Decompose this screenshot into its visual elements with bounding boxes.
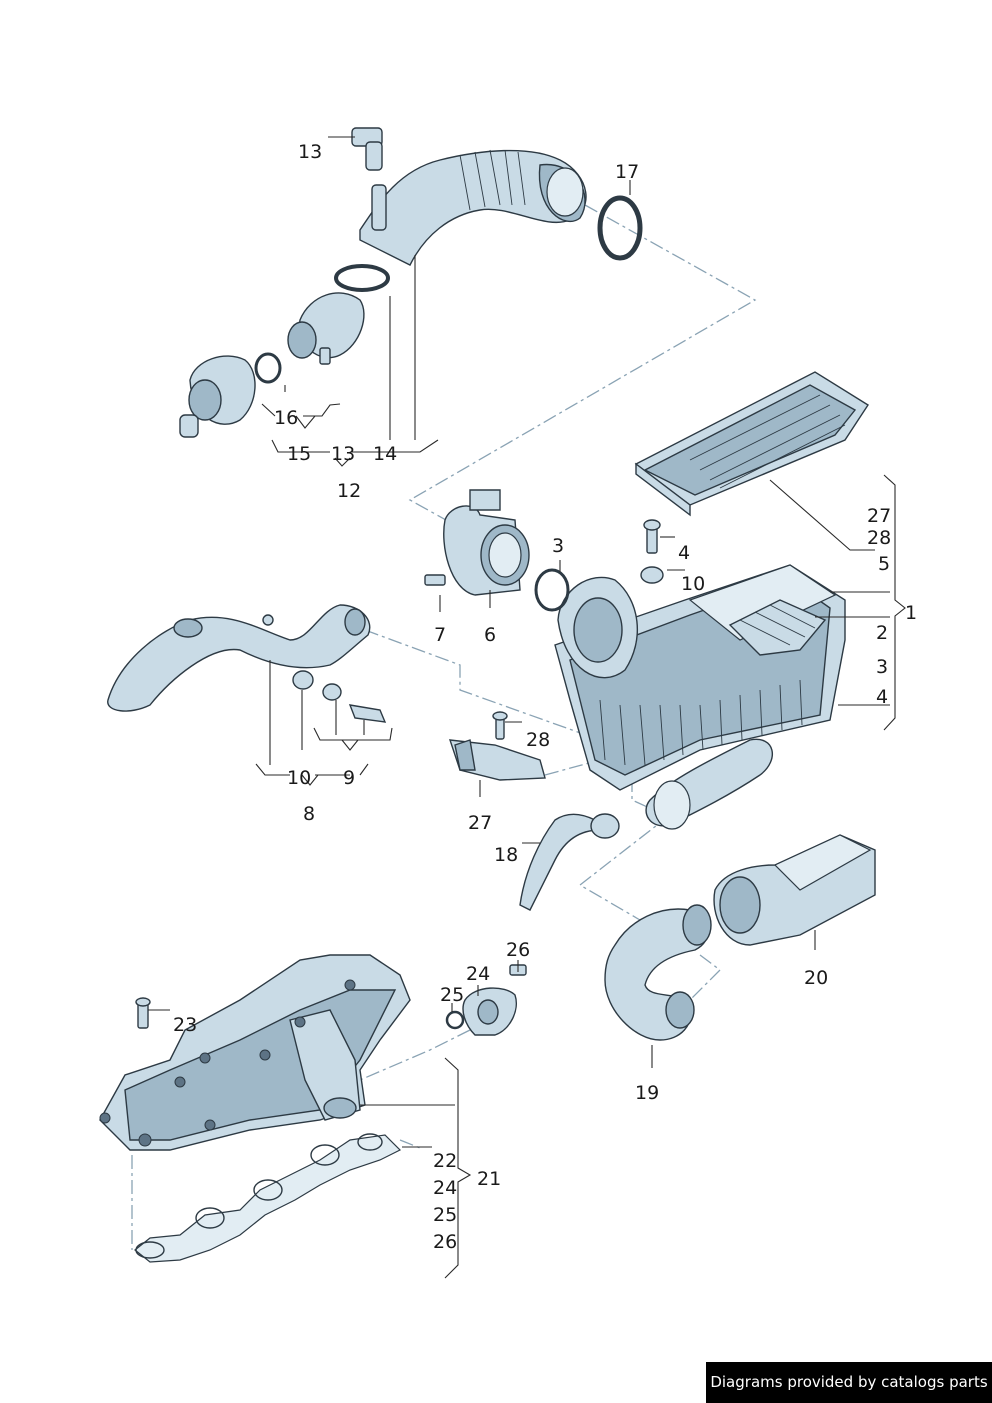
callout-8: 8 — [303, 803, 315, 825]
callout-labels: 13 17 16 15 13 14 12 27 28 5 1 2 3 4 3 4… — [173, 141, 917, 1253]
air-filter-housing — [554, 564, 846, 830]
breather-hose — [519, 813, 620, 911]
callout-6: 6 — [484, 624, 496, 646]
callout-10b: 10 — [287, 767, 311, 789]
attribution-banner: Diagrams provided by catalogs parts — [706, 1362, 992, 1403]
callout-7: 7 — [434, 624, 446, 646]
callout-22: 22 — [433, 1150, 457, 1172]
intake-duct-left — [107, 604, 387, 723]
callout-27b: 27 — [468, 812, 492, 834]
callout-13a: 13 — [298, 141, 322, 163]
callout-17: 17 — [615, 161, 639, 183]
callout-23: 23 — [173, 1014, 197, 1036]
callout-16: 16 — [274, 407, 298, 429]
callout-28b: 28 — [526, 729, 550, 751]
hose-clamp-17 — [597, 195, 643, 261]
mass-airflow-sensor — [424, 489, 570, 612]
callout-1: 1 — [905, 602, 917, 624]
callout-13b: 13 — [331, 443, 355, 465]
callout-5: 5 — [878, 553, 890, 575]
bolt-and-grommet — [640, 519, 664, 584]
callout-4b: 4 — [876, 686, 888, 708]
outlet-flange — [445, 964, 527, 1036]
callout-14: 14 — [373, 443, 397, 465]
callout-9: 9 — [343, 767, 355, 789]
intake-manifold — [99, 954, 411, 1151]
callout-19: 19 — [635, 1082, 659, 1104]
callout-15: 15 — [287, 443, 311, 465]
air-filter-cover — [634, 371, 869, 517]
callout-25a: 25 — [440, 984, 464, 1006]
air-duct-19 — [604, 904, 712, 1041]
callout-28a: 28 — [867, 527, 891, 549]
callout-10a: 10 — [681, 573, 705, 595]
callout-3b: 3 — [876, 656, 888, 678]
turbo-connector-parts — [179, 264, 390, 438]
callout-27a: 27 — [867, 505, 891, 527]
callout-26b: 26 — [433, 1231, 457, 1253]
callout-21: 21 — [477, 1168, 501, 1190]
callout-2: 2 — [876, 622, 888, 644]
callout-18: 18 — [494, 844, 518, 866]
assembly-lines — [131, 204, 757, 1250]
mounting-bracket — [448, 711, 546, 781]
callout-24a: 24 — [466, 963, 490, 985]
callout-3a: 3 — [552, 535, 564, 557]
callout-24b: 24 — [433, 1177, 457, 1199]
callout-26a: 26 — [506, 939, 530, 961]
callout-25b: 25 — [433, 1204, 457, 1226]
leader-lines — [148, 136, 906, 1279]
air-guide-20 — [713, 834, 876, 946]
intake-hose-assembly — [351, 127, 587, 266]
callout-20: 20 — [804, 967, 828, 989]
callout-12: 12 — [337, 480, 361, 502]
manifold-gasket — [134, 1133, 402, 1263]
callout-4a: 4 — [678, 542, 690, 564]
